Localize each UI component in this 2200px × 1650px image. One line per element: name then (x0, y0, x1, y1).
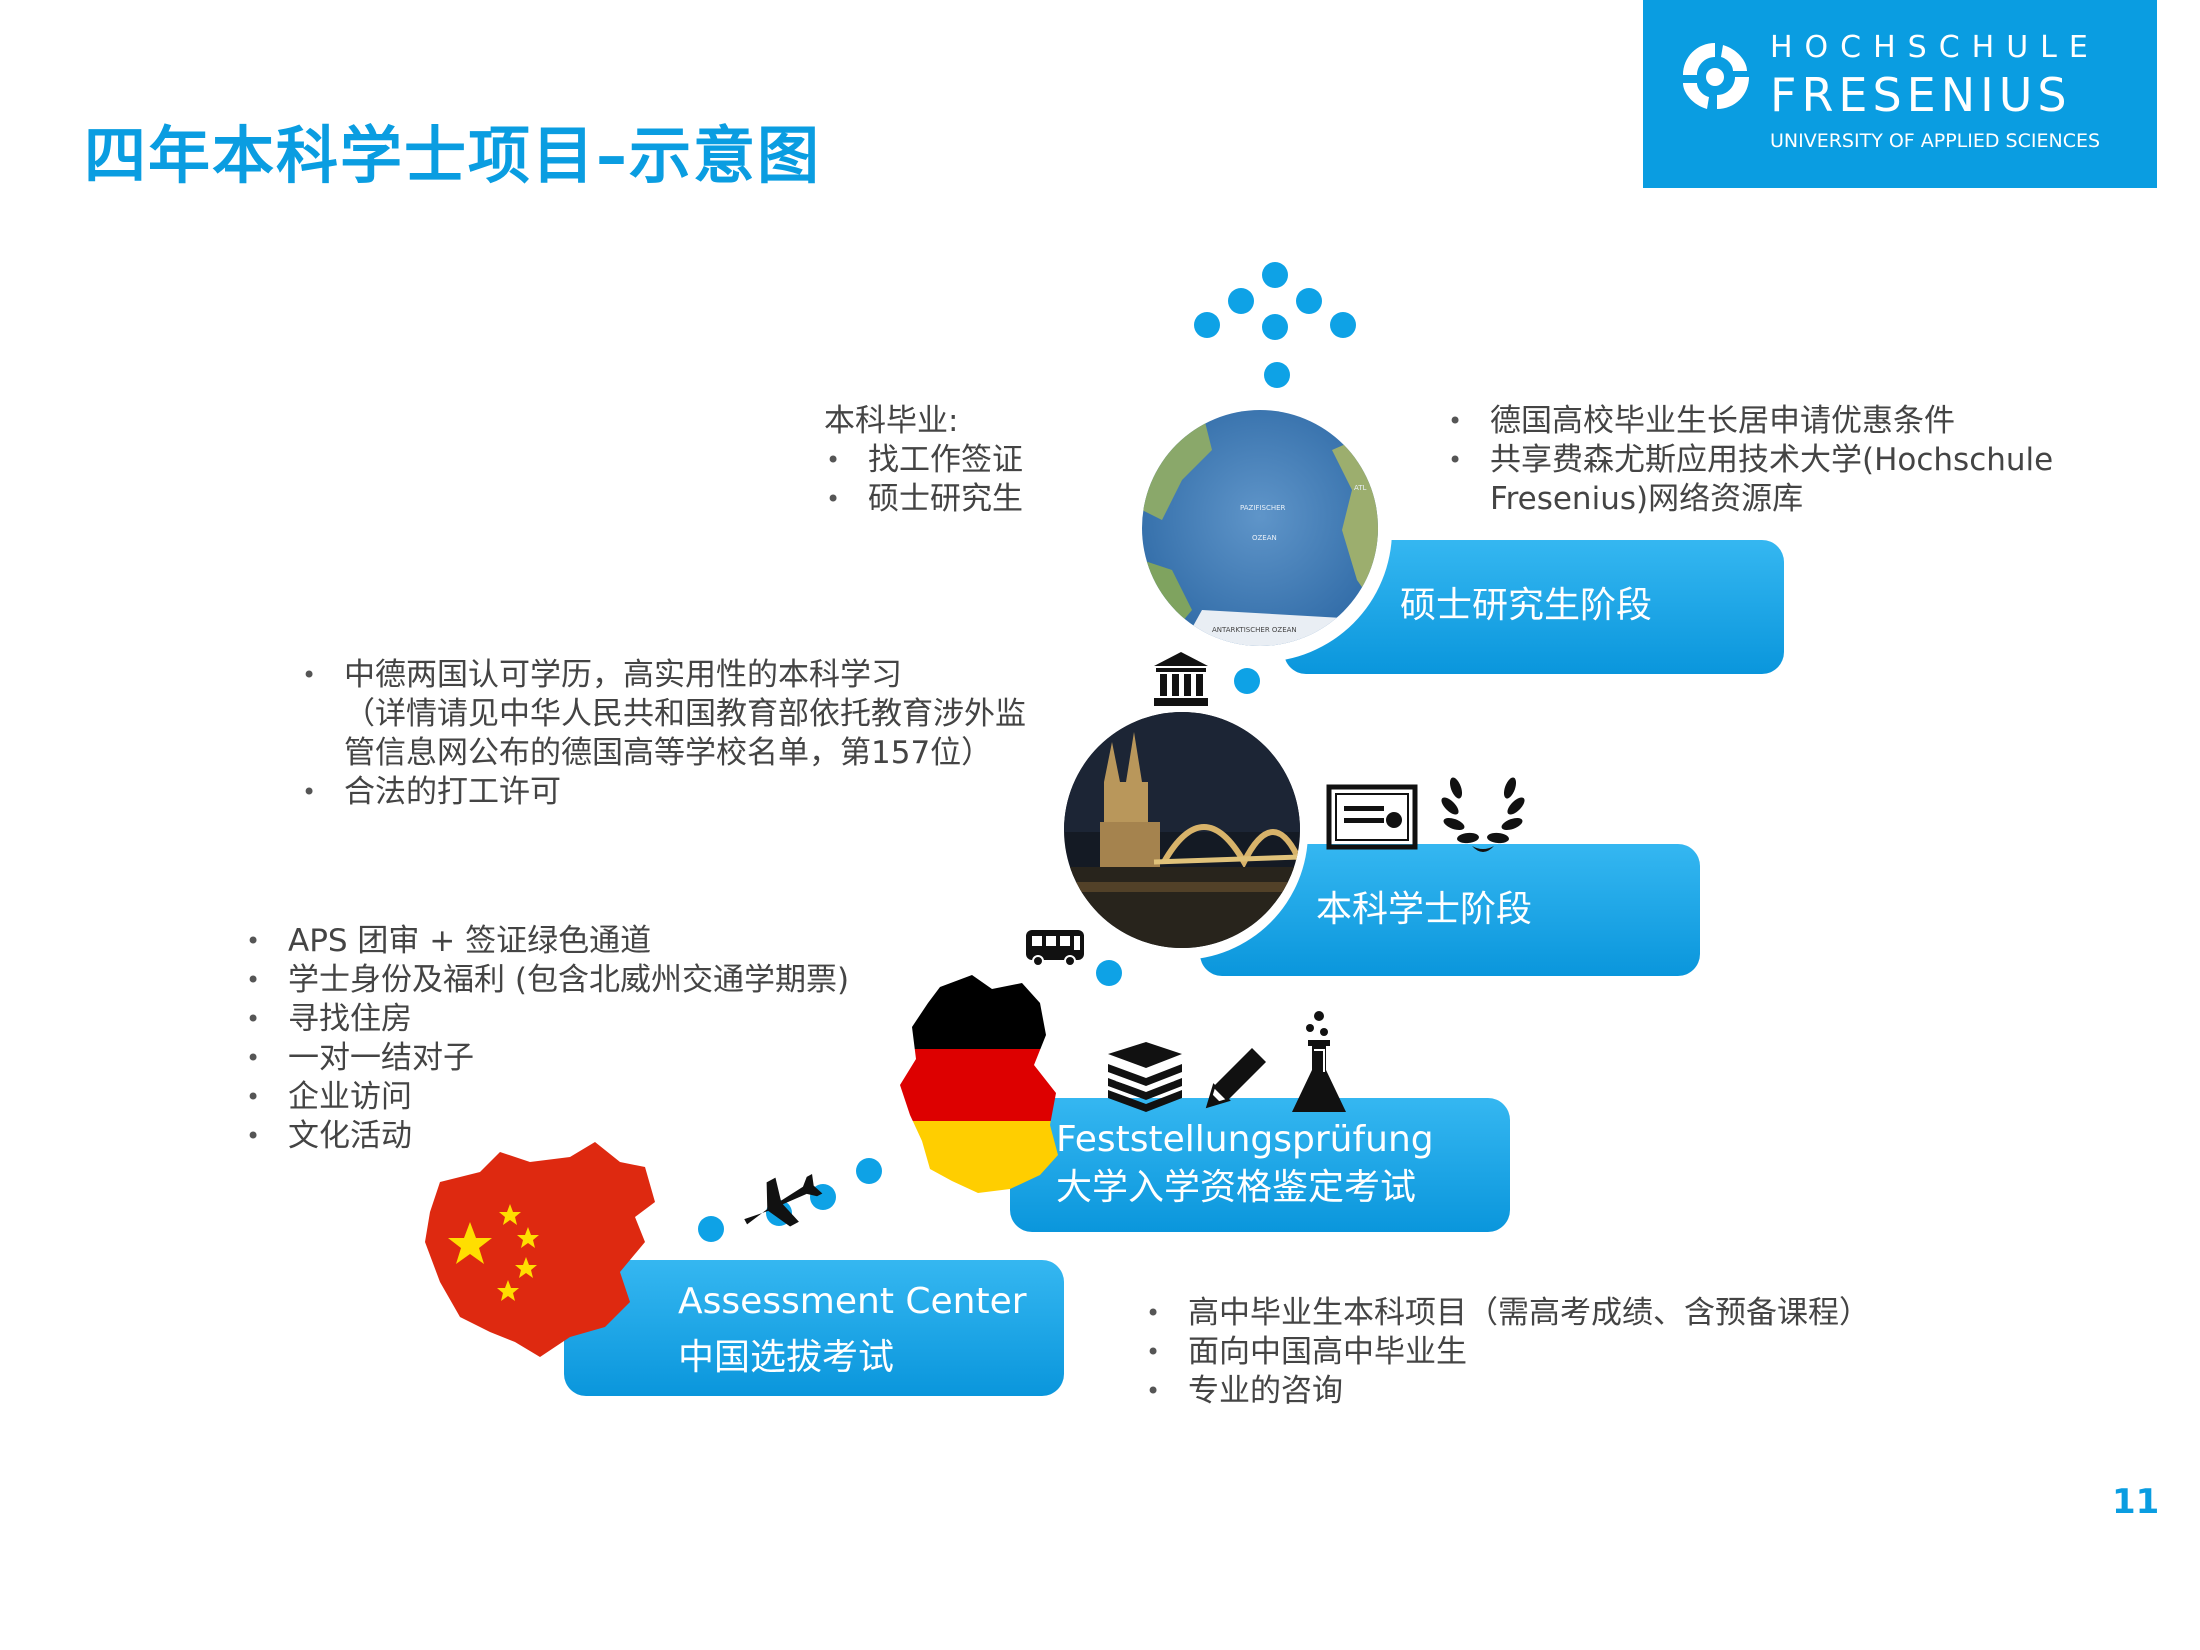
logo-text-university: UNIVERSITY OF APPLIED SCIENCES (1770, 130, 2101, 152)
list-item: 文化活动 (244, 1117, 849, 1156)
stage-bachelor-label: 本科学士阶段 (1316, 889, 1533, 930)
stage-feststellung-line1: Feststellungsprüfung (1056, 1119, 1434, 1160)
arrow-dot (1194, 312, 1220, 338)
cologne-night-photo (1064, 712, 1300, 948)
books-icon (1108, 1042, 1182, 1112)
world-globe-image: PAZIFISCHER OZEAN ANTARKTISCHER OZEAN AT… (1142, 410, 1378, 646)
list-item: 德国高校毕业生长居申请优惠条件 (1446, 402, 2053, 441)
list-item: 寻找住房 (244, 1000, 849, 1039)
university-logo: HOCHSCHULE FRESENIUS UNIVERSITY OF APPLI… (1643, 0, 2157, 188)
list-left: APS 团审 + 签证绿色通道 学士身份及福利 (包含北威州交通学期票) 寻找住… (244, 922, 849, 1156)
pencil-icon (1205, 1048, 1266, 1109)
list-item: 合法的打工许可 (300, 773, 1026, 812)
university-building-icon (1154, 652, 1208, 706)
list-item: 中德两国认可学历，高实用性的本科学习 (300, 656, 1026, 695)
laurel-wreath-icon (1441, 777, 1525, 852)
list-item: 学士身份及福利 (包含北威州交通学期票) (244, 961, 849, 1000)
stage-feststellungspruefung: Feststellungsprüfung 大学入学资格鉴定考试 (1010, 1098, 1510, 1232)
globe-label-a: PAZIFISCHER (1240, 504, 1286, 512)
page-number: 11 (2112, 1482, 2160, 1522)
list-bottom: 高中毕业生本科项目（需高考成绩、含预备课程） 面向中国高中毕业生 专业的咨询 (1144, 1294, 1870, 1411)
list-item: 硕士研究生 (824, 480, 1023, 519)
list-item-continuation: （详情请见中华人民共和国教育部依托教育涉外监 (344, 696, 1026, 732)
stage-master: 硕士研究生阶段 (1284, 540, 1784, 674)
arrow-dot (1296, 288, 1322, 314)
certificate-icon (1326, 784, 1418, 850)
list-item: 一对一结对子 (244, 1039, 849, 1078)
list-item: 专业的咨询 (1144, 1372, 1870, 1411)
list-item: 企业访问 (244, 1078, 849, 1117)
logo-text-hochschule: HOCHSCHULE (1770, 30, 2100, 65)
list-item: 面向中国高中毕业生 (1144, 1333, 1870, 1372)
stage-assessment-line2: 中国选拔考试 (678, 1337, 895, 1378)
airplane-icon (744, 1174, 823, 1227)
stage-feststellung-line2: 大学入学资格鉴定考试 (1056, 1167, 1417, 1208)
path-dot (1234, 668, 1260, 694)
list-item-continuation: 管信息网公布的德国高等学校名单，第157位） (344, 735, 993, 771)
list-top-left: 本科毕业: 找工作签证 硕士研究生 (824, 402, 1023, 519)
arrow-dot (1228, 288, 1254, 314)
globe-label-d: ATL (1354, 484, 1367, 492)
stage-assessment-center: Assessment Center 中国选拔考试 (564, 1260, 1064, 1396)
list-item-continuation: Fresenius)网络资源库 (1490, 481, 1804, 517)
lab-flask-icon (1292, 1011, 1346, 1112)
germany-flag-map-icon (900, 975, 1058, 1193)
slide-title: 四年本科学士项目–示意图 (84, 119, 822, 192)
arrow-dot (1262, 314, 1288, 340)
logo-text-fresenius: FRESENIUS (1770, 68, 2072, 122)
fresenius-swirl-icon (1683, 43, 1749, 109)
list-middle: 中德两国认可学历，高实用性的本科学习 （详情请见中华人民共和国教育部依托教育涉外… (300, 656, 1026, 812)
list-top-right: 德国高校毕业生长居申请优惠条件 共享费森尤斯应用技术大学(Hochschule … (1446, 402, 2053, 519)
stage-assessment-line1: Assessment Center (678, 1281, 1027, 1322)
china-flag-map-icon (425, 1142, 655, 1357)
list-item: 找工作签证 (824, 441, 1023, 480)
stage-master-label: 硕士研究生阶段 (1400, 585, 1653, 626)
bus-icon (1026, 930, 1084, 967)
globe-label-b: OZEAN (1252, 534, 1277, 542)
path-dot (1264, 362, 1290, 388)
list-top-left-heading: 本科毕业: (824, 403, 959, 439)
globe-label-c: ANTARKTISCHER OZEAN (1212, 626, 1297, 634)
path-dot (856, 1158, 882, 1184)
list-item: APS 团审 + 签证绿色通道 (244, 922, 849, 961)
path-dot (698, 1216, 724, 1242)
list-item: 高中毕业生本科项目（需高考成绩、含预备课程） (1144, 1294, 1870, 1333)
path-dot (1096, 960, 1122, 986)
list-item: 共享费森尤斯应用技术大学(Hochschule (1446, 441, 2053, 480)
arrow-dot (1330, 312, 1356, 338)
arrow-dot (1262, 262, 1288, 288)
